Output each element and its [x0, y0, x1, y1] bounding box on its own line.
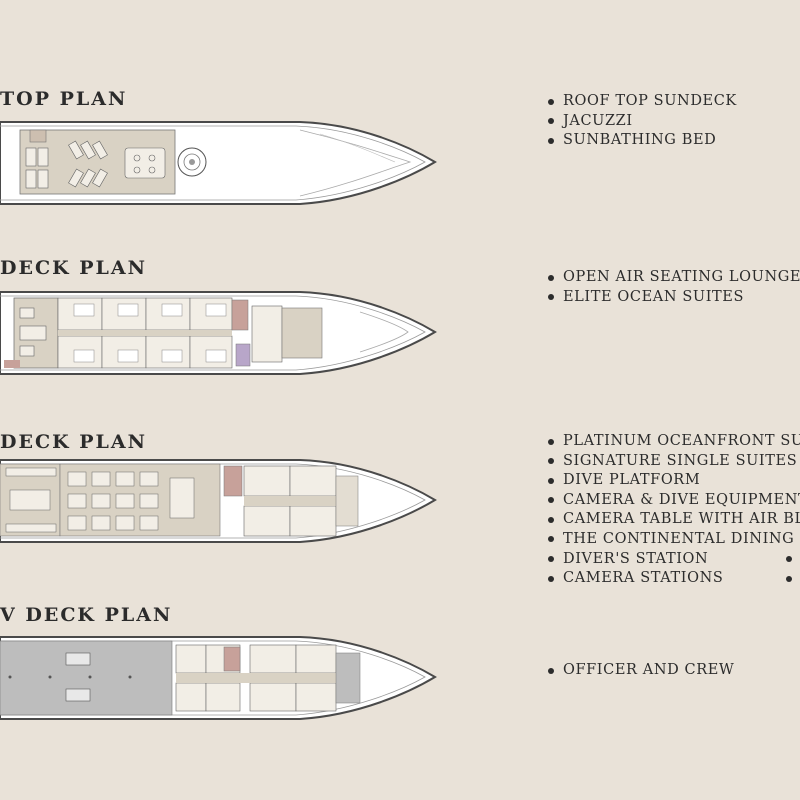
feature-item: ROOF TOP SUNDECK — [548, 92, 737, 112]
engine-room — [0, 640, 173, 716]
cropped-bullet — [786, 556, 792, 562]
top-deck-plan-drawing — [0, 121, 437, 205]
deck-title-main: DECK PLAN — [0, 431, 147, 453]
main-deck-plan-drawing — [0, 459, 437, 543]
feature-item: CAMERA STATIONS — [548, 569, 800, 589]
feature-item: THE CONTINENTAL DINING R — [548, 530, 800, 550]
feature-item: PLATINUM OCEANFRONT SU — [548, 432, 800, 452]
feature-item: OPEN AIR SEATING LOUNGE — [548, 268, 800, 288]
stairs — [29, 129, 47, 143]
feature-item: DIVER'S STATION — [548, 550, 800, 570]
jacuzzi — [177, 147, 207, 177]
engines — [65, 652, 91, 702]
deck-title-upper: DECK PLAN — [0, 257, 147, 279]
top-deck-features: ROOF TOP SUNDECK JACUZZI SUNBATHING BED — [548, 92, 737, 151]
upper-deck-features: OPEN AIR SEATING LOUNGE ELITE OCEAN SUIT… — [548, 268, 800, 307]
cropped-bullet — [786, 576, 792, 582]
lounge-seating — [124, 147, 166, 179]
feature-item: DIVE PLATFORM — [548, 471, 800, 491]
lower-deck-features: OFFICER AND CREW — [548, 661, 734, 681]
feature-item: ELITE OCEAN SUITES — [548, 288, 800, 308]
feature-item: SUNBATHING BED — [548, 131, 737, 151]
upper-deck-plan-drawing — [0, 291, 437, 375]
deck-title-top: TOP PLAN — [0, 88, 128, 110]
foredeck-lounge — [281, 307, 323, 359]
feature-item: JACUZZI — [548, 112, 737, 132]
feature-item: OFFICER AND CREW — [548, 661, 734, 681]
main-deck-features: PLATINUM OCEANFRONT SU SIGNATURE SINGLE … — [548, 432, 800, 589]
feature-item: CAMERA TABLE WITH AIR BLO — [548, 510, 800, 530]
lower-deck-plan-drawing — [0, 636, 437, 720]
feature-item: SIGNATURE SINGLE SUITES — [548, 452, 800, 472]
deck-title-lower: V DECK PLAN — [0, 604, 173, 626]
feature-item: CAMERA & DIVE EQUIPMENT — [548, 491, 800, 511]
sunbathing-beds — [25, 140, 108, 189]
